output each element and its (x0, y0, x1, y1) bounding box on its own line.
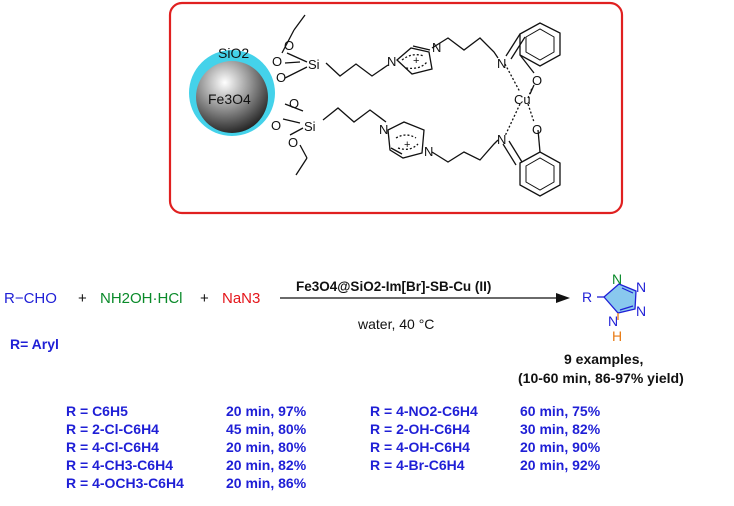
product-h-label: H (612, 328, 622, 344)
reactant-aldehyde: R−CHO (4, 290, 57, 307)
core-label: Fe3O4 (208, 91, 251, 107)
product-n-label: N (608, 313, 618, 329)
o-atom-label: O (284, 38, 294, 53)
example-r: R = 4-Br-C6H4 (370, 457, 465, 473)
o-atom-label: O (532, 122, 542, 137)
example-result: 20 min, 92% (520, 457, 601, 473)
reactant-sodium-azide: NaN3 (222, 290, 261, 307)
o-atom-label: O (288, 135, 298, 150)
silica-label: SiO2 (218, 45, 249, 61)
n-atom-label: N (497, 56, 506, 71)
example-r: R = 2-OH-C6H4 (370, 421, 470, 437)
n-atom-label: N (379, 122, 388, 137)
plus-charge-label: + (413, 55, 419, 67)
catalyst-frame (168, 1, 624, 215)
o-atom-label: O (271, 118, 281, 133)
example-result: 20 min, 97% (226, 403, 307, 419)
plus-sign: + (200, 290, 209, 307)
product-n-label: N (636, 279, 646, 295)
reactant-hydroxylamine: NH2OH·HCl (100, 290, 183, 307)
example-result: 20 min, 82% (226, 457, 307, 473)
n-atom-label: N (424, 144, 433, 159)
summary-conditions: (10-60 min, 86-97% yield) (518, 370, 684, 386)
example-r: R = 4-OCH3-C6H4 (66, 475, 184, 491)
example-result: 60 min, 75% (520, 403, 601, 419)
summary-examples: 9 examples, (564, 351, 644, 367)
catalyst-label: Fe3O4@SiO2-Im[Br]-SB-Cu (II) (296, 279, 492, 294)
plus-sign: + (78, 290, 87, 307)
o-atom-label: O (289, 96, 299, 111)
reaction-arrowhead (556, 293, 570, 303)
o-atom-label: O (532, 73, 542, 88)
example-result: 30 min, 82% (520, 421, 601, 437)
example-r: R = 2-Cl-C6H4 (66, 421, 159, 437)
example-r: R = 4-CH3-C6H4 (66, 457, 173, 473)
n-atom-label: N (497, 132, 506, 147)
o-atom-label: O (272, 54, 282, 69)
example-result: 20 min, 80% (226, 439, 307, 455)
n-atom-label: N (432, 40, 441, 55)
conditions-label: water, 40 °C (358, 316, 435, 332)
product-r-label: R (582, 289, 592, 305)
example-r: R = 4-OH-C6H4 (370, 439, 470, 455)
si-atom-label: Si (308, 57, 320, 72)
example-result: 45 min, 80% (226, 421, 307, 437)
example-r: R = 4-Cl-C6H4 (66, 439, 159, 455)
magnetite-core (196, 61, 268, 133)
n-atom-label: N (387, 54, 396, 69)
r-definition: R= Aryl (10, 336, 59, 352)
product-n-label: N (636, 303, 646, 319)
cu-atom-label: Cu (514, 92, 531, 107)
si-atom-label: Si (304, 119, 316, 134)
example-r: R = 4-NO2-C6H4 (370, 403, 478, 419)
example-result: 20 min, 86% (226, 475, 307, 491)
plus-charge-label: + (404, 139, 410, 151)
tetrazole-ring (603, 283, 637, 314)
example-result: 20 min, 90% (520, 439, 601, 455)
o-atom-label: O (276, 70, 286, 85)
example-r: R = C6H5 (66, 403, 128, 419)
product-n-label: N (612, 271, 622, 287)
